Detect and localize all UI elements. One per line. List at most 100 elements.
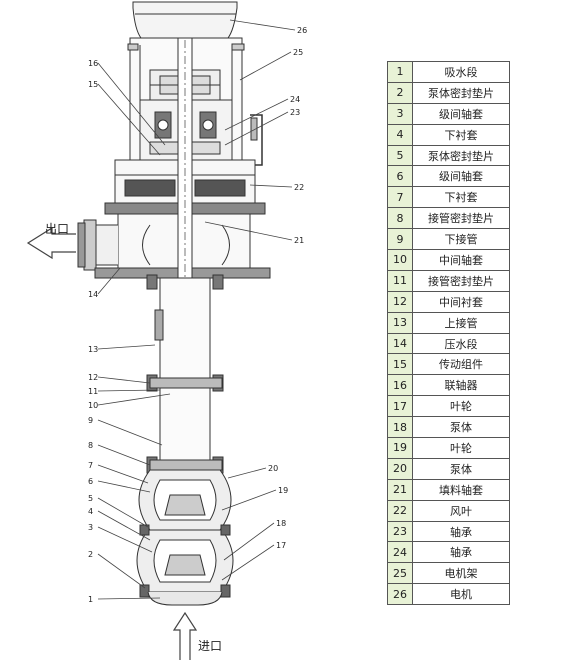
upper-column-pipe [159, 277, 211, 379]
part-number: 16 [387, 374, 413, 397]
callout-leader-line [224, 111, 289, 146]
part-number: 13 [387, 311, 413, 334]
callout-number: 7 [88, 461, 93, 470]
callout-leader-line [97, 497, 149, 528]
part-name: 压水段 [412, 332, 510, 355]
part-name: 下接管 [412, 228, 510, 251]
callout-number: 22 [294, 183, 304, 192]
callout-number: 9 [88, 416, 93, 425]
callout-leader-line [97, 267, 121, 295]
part-name: 泵体密封垫片 [412, 81, 510, 104]
callout-leader-line [97, 480, 151, 493]
part-name: 电机架 [412, 562, 510, 585]
part-number: 11 [387, 269, 413, 292]
part-number: 3 [387, 102, 413, 125]
callout-number: 20 [268, 464, 278, 473]
callout-number: 10 [88, 401, 98, 410]
part-number: 26 [387, 583, 413, 606]
callout-leader-line [224, 98, 289, 131]
part-number: 10 [387, 249, 413, 271]
callout-leader-line [221, 489, 277, 511]
part-name: 级间轴套 [412, 102, 510, 125]
outlet-label: 出口 [45, 222, 69, 236]
part-name: 叶轮 [412, 437, 510, 459]
discharge-nozzle [94, 224, 118, 266]
part-name: 吸水段 [412, 61, 510, 83]
part-name: 填料轴套 [412, 478, 510, 501]
callout-number: 14 [88, 290, 98, 299]
callout-number: 11 [88, 387, 98, 396]
part-number: 1 [387, 61, 413, 83]
part-name: 泵体 [412, 416, 510, 439]
callout-leader-line [227, 467, 267, 479]
callout-number: 17 [276, 541, 286, 550]
callout-leader-line [97, 83, 161, 156]
part-number: 21 [387, 478, 413, 501]
callout-leader-line [97, 444, 151, 466]
lower-impeller [164, 554, 206, 576]
part-name: 泵体 [412, 457, 510, 480]
callout-number: 8 [88, 441, 93, 450]
callout-leader-line [97, 389, 161, 392]
part-name: 下衬套 [412, 186, 510, 209]
part-name: 泵体密封垫片 [412, 144, 510, 167]
callout-number: 21 [294, 236, 304, 245]
callout-number: 4 [88, 507, 93, 516]
part-number: 9 [387, 228, 413, 251]
callout-number: 16 [88, 59, 98, 68]
part-number: 23 [387, 520, 413, 543]
part-name: 传动组件 [412, 353, 510, 376]
part-name: 上接管 [412, 311, 510, 334]
part-number: 5 [387, 144, 413, 167]
part-number: 2 [387, 81, 413, 104]
part-number: 8 [387, 207, 413, 230]
callout-number: 26 [297, 26, 307, 35]
inlet-arrow [172, 611, 198, 660]
part-name: 电机 [412, 583, 510, 606]
part-name: 级间轴套 [412, 165, 510, 188]
callout-number: 1 [88, 595, 93, 604]
part-number: 12 [387, 290, 413, 313]
part-number: 19 [387, 437, 413, 459]
part-name: 风叶 [412, 499, 510, 522]
callout-number: 6 [88, 477, 93, 486]
part-name: 接管密封垫片 [412, 269, 510, 292]
callout-number: 3 [88, 523, 93, 532]
callout-leader-line [249, 184, 293, 188]
callout-number: 12 [88, 373, 98, 382]
part-name: 联轴器 [412, 374, 510, 397]
callout-leader-line [97, 419, 163, 446]
part-name: 轴承 [412, 520, 510, 543]
callout-leader-line [97, 344, 156, 350]
callout-number: 24 [290, 95, 300, 104]
part-number: 18 [387, 416, 413, 439]
motor-housing [132, 1, 238, 39]
part-number: 24 [387, 541, 413, 564]
callout-leader-line [223, 522, 275, 561]
callout-leader-line [97, 393, 171, 406]
part-name: 叶轮 [412, 395, 510, 418]
callout-number: 23 [290, 108, 300, 117]
callout-leader-line [239, 51, 292, 81]
inlet-label: 进口 [198, 639, 222, 653]
part-number: 7 [387, 186, 413, 209]
